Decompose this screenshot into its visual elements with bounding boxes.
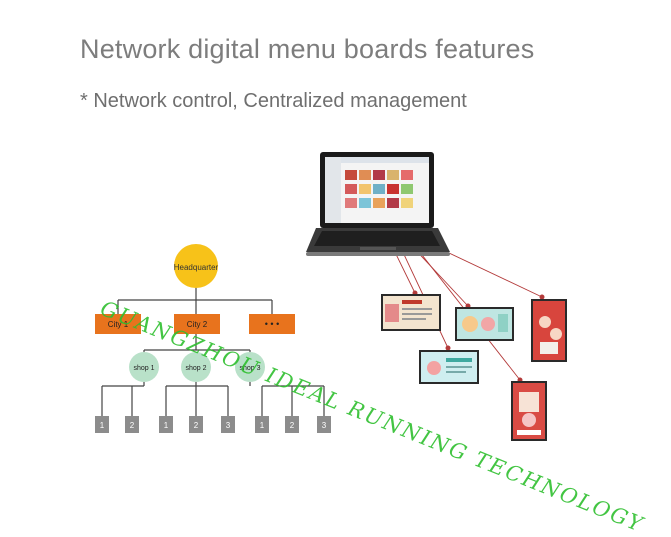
screen-nodes: 1 2 1 2 3 1 2 3 [95,416,331,433]
screen-node-label: 3 [322,421,327,430]
screen-node-label: 1 [164,421,169,430]
screen-node-label: 1 [100,421,105,430]
screen-node-label: 2 [194,421,199,430]
network-diagram: Headquarter City 1 City 2 • • • shop 1 s… [95,152,567,441]
slide-subtitle: * Network control, Centralized managemen… [80,90,467,112]
city-node-label: City 2 [187,320,208,329]
slide-title: Network digital menu boards features [80,34,535,64]
display-screen-4 [531,299,567,362]
city-node-label: • • • [265,319,279,329]
city-node-label: City 1 [108,320,129,329]
display-screen-1 [381,294,441,331]
screen-node-label: 2 [290,421,295,430]
screen-node-label: 3 [226,421,231,430]
city-nodes: City 1 City 2 • • • [95,314,295,334]
headquarter-node: Headquarter [174,244,219,288]
shop-node-label: shop 1 [133,365,154,372]
headquarter-label: Headquarter [174,263,219,272]
shop-node-label: shop 3 [239,365,260,372]
screen-node-label: 2 [130,421,135,430]
shop-node-label: shop 2 [185,365,206,372]
display-screen-2 [455,307,514,341]
display-screen-3 [419,350,479,384]
laptop-icon [306,152,450,256]
display-screen-5 [511,381,547,441]
shop-nodes: shop 1 shop 2 shop 3 [129,352,265,382]
screen-node-label: 1 [260,421,265,430]
